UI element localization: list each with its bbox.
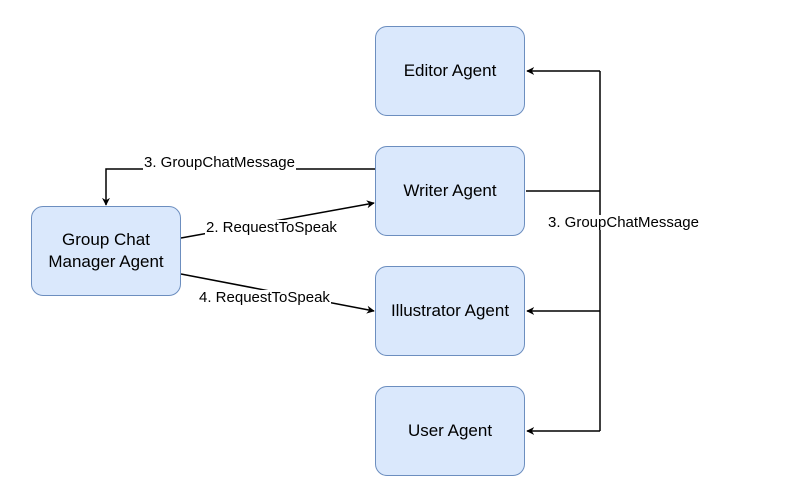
edge-label-manager-to-writer: 2. RequestToSpeak — [205, 219, 338, 236]
edge-label-manager-to-illustrator: 4. RequestToSpeak — [198, 289, 331, 306]
writer-agent-label: Writer Agent — [403, 180, 497, 200]
illustrator-agent-node[interactable]: Illustrator Agent — [375, 266, 525, 356]
edge-label-writer-broadcast: 3. GroupChatMessage — [547, 214, 700, 231]
writer-agent-node[interactable]: Writer Agent — [375, 146, 525, 236]
group-chat-manager-label-line1: Group Chat — [62, 229, 150, 249]
edge-label-writer-to-manager: 3. GroupChatMessage — [143, 154, 296, 171]
group-chat-manager-node[interactable]: Group Chat Manager Agent — [31, 206, 181, 296]
editor-agent-label: Editor Agent — [403, 60, 497, 80]
editor-agent-node[interactable]: Editor Agent — [375, 26, 525, 116]
edge-writer-to-manager — [102, 168, 375, 206]
user-agent-node[interactable]: User Agent — [375, 386, 525, 476]
illustrator-agent-label: Illustrator Agent — [390, 300, 510, 320]
group-chat-manager-label-line2: Manager Agent — [48, 252, 164, 271]
user-agent-label: User Agent — [407, 420, 493, 440]
